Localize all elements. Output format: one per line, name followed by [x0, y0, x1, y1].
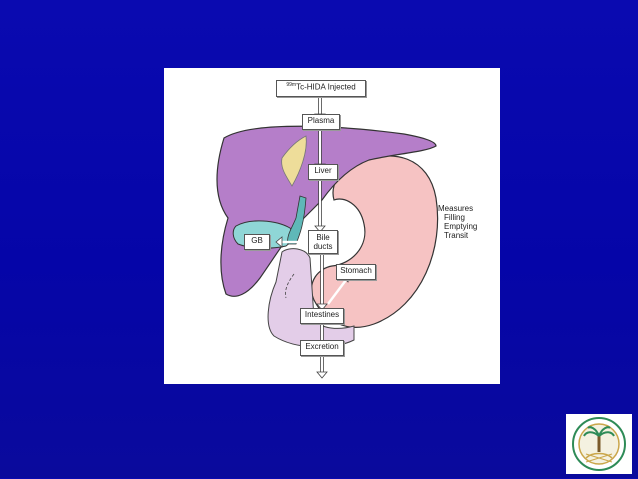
measure-item: Filling — [444, 213, 465, 222]
plasma-box: Plasma — [302, 114, 340, 130]
injected-box: 99mTc-HIDA Injected — [276, 80, 366, 97]
liver-shape — [216, 125, 437, 297]
palm-tree-emblem-icon — [572, 417, 626, 471]
intestines-label: Intestines — [304, 310, 340, 319]
ducts-label: ducts — [313, 242, 333, 251]
gb-box: GB — [244, 234, 270, 250]
intestines-box: Intestines — [300, 308, 344, 324]
injected-label: Tc-HIDA Injected — [296, 82, 356, 92]
measure-item: Transit — [444, 231, 469, 240]
bile-ducts-box: Bile ducts — [308, 230, 338, 254]
measures-list: Measures Filling Emptying Transit — [438, 204, 477, 240]
intestine-shape — [267, 248, 355, 348]
bile-label: Bile — [316, 233, 330, 242]
measures-title: Measures — [438, 204, 474, 213]
institution-logo — [566, 414, 632, 474]
excretion-box: Excretion — [300, 340, 344, 356]
bile-duct-shape — [287, 195, 307, 245]
excretion-label: Excretion — [305, 342, 339, 351]
fat-pad-shape — [281, 135, 307, 187]
diagram-panel: 99mTc-HIDA Injected Plasma Liver Bile du… — [164, 68, 500, 384]
anatomy-illustration — [216, 98, 439, 379]
liver-label: Liver — [314, 166, 332, 175]
isotope-superscript: 99m — [286, 82, 297, 88]
plasma-label: Plasma — [307, 116, 335, 125]
stomach-label: Stomach — [340, 266, 372, 275]
liver-box: Liver — [308, 164, 338, 180]
measure-item: Emptying — [444, 222, 478, 231]
gb-label: GB — [251, 236, 263, 245]
stomach-box: Stomach — [336, 264, 376, 280]
